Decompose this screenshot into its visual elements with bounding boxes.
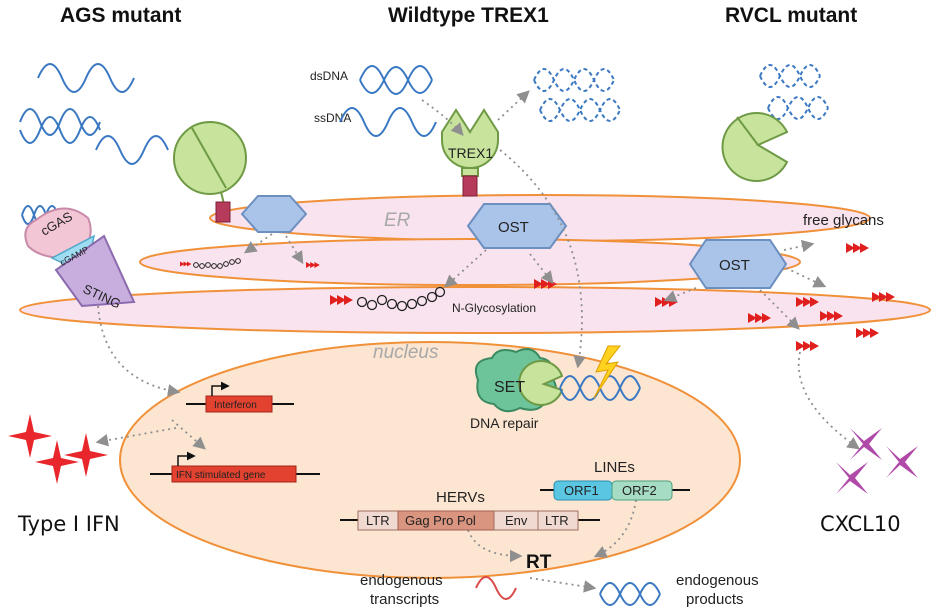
dsdna-label: dsDNA — [310, 69, 348, 83]
interferon-label: Interferon — [214, 400, 257, 411]
header-rvcl-mutant: RVCL mutant — [725, 4, 857, 27]
orf2-label: ORF2 — [622, 483, 657, 498]
interferon-gene — [186, 381, 294, 413]
header-ags-mutant: AGS mutant — [60, 4, 181, 27]
cgas-sting-pathway — [21, 205, 136, 308]
damaged-dna — [559, 345, 641, 401]
ags-dna-strands — [19, 63, 169, 165]
dsdna-strand — [359, 65, 433, 95]
trex1-ags — [173, 121, 247, 223]
ssdna-label: ssDNA — [314, 111, 351, 125]
type-i-ifn-label: Type I IFN — [17, 512, 120, 536]
endogenous-transcript-strand — [475, 576, 517, 600]
ost-right — [688, 239, 788, 289]
nucleus — [119, 341, 741, 579]
orf1-label: ORF1 — [564, 483, 599, 498]
ost-center — [466, 203, 568, 249]
hervs-label: HERVs — [436, 489, 485, 506]
ost-center-label: OST — [498, 219, 529, 236]
er-membranes — [19, 194, 931, 334]
ltr-left-label: LTR — [366, 513, 390, 528]
ost-left — [240, 195, 308, 233]
endogenous-product-strands — [599, 582, 661, 606]
ltr-right-label: LTR — [545, 513, 569, 528]
endogenous-transcripts-label-2: transcripts — [370, 591, 439, 608]
herv-element — [340, 510, 600, 531]
trex1-rvcl-truncated — [721, 112, 789, 182]
cxcl10-stars — [836, 428, 918, 494]
endogenous-transcripts-label-1: endogenous — [360, 572, 443, 589]
pathway-arrows — [95, 90, 861, 593]
lines-label: LINEs — [594, 459, 635, 476]
rt-label: RT — [526, 552, 552, 573]
isg-gene — [150, 451, 320, 483]
ssdna-strand — [339, 107, 437, 137]
er-label: ER — [384, 210, 411, 231]
type-i-ifn-stars — [8, 414, 108, 484]
env-label: Env — [505, 513, 528, 528]
endogenous-products-label-2: products — [686, 591, 744, 608]
n-glycosylation-label: N-Glycosylation — [452, 301, 536, 315]
nucleus-label: nucleus — [373, 342, 439, 363]
ost-right-label: OST — [719, 257, 750, 274]
cxcl10-label: CXCL10 — [820, 512, 901, 536]
free-glycans-label: free glycans — [803, 212, 884, 229]
degraded-dna-wildtype — [533, 68, 621, 122]
lines-element — [540, 480, 690, 501]
header-wildtype-trex1: Wildtype TREX1 — [388, 4, 549, 27]
dna-repair-label: DNA repair — [470, 415, 539, 431]
trex1-label: TREX1 — [448, 145, 493, 161]
gag-pro-pol-label: Gag Pro Pol — [405, 513, 476, 528]
glycan-chains — [180, 243, 895, 351]
set-label: SET — [494, 379, 525, 396]
degraded-dna-rvcl — [759, 64, 829, 120]
set-complex — [474, 348, 564, 413]
isg-label: IFN stimulated gene — [176, 470, 266, 481]
endogenous-products-label-1: endogenous — [676, 572, 759, 589]
